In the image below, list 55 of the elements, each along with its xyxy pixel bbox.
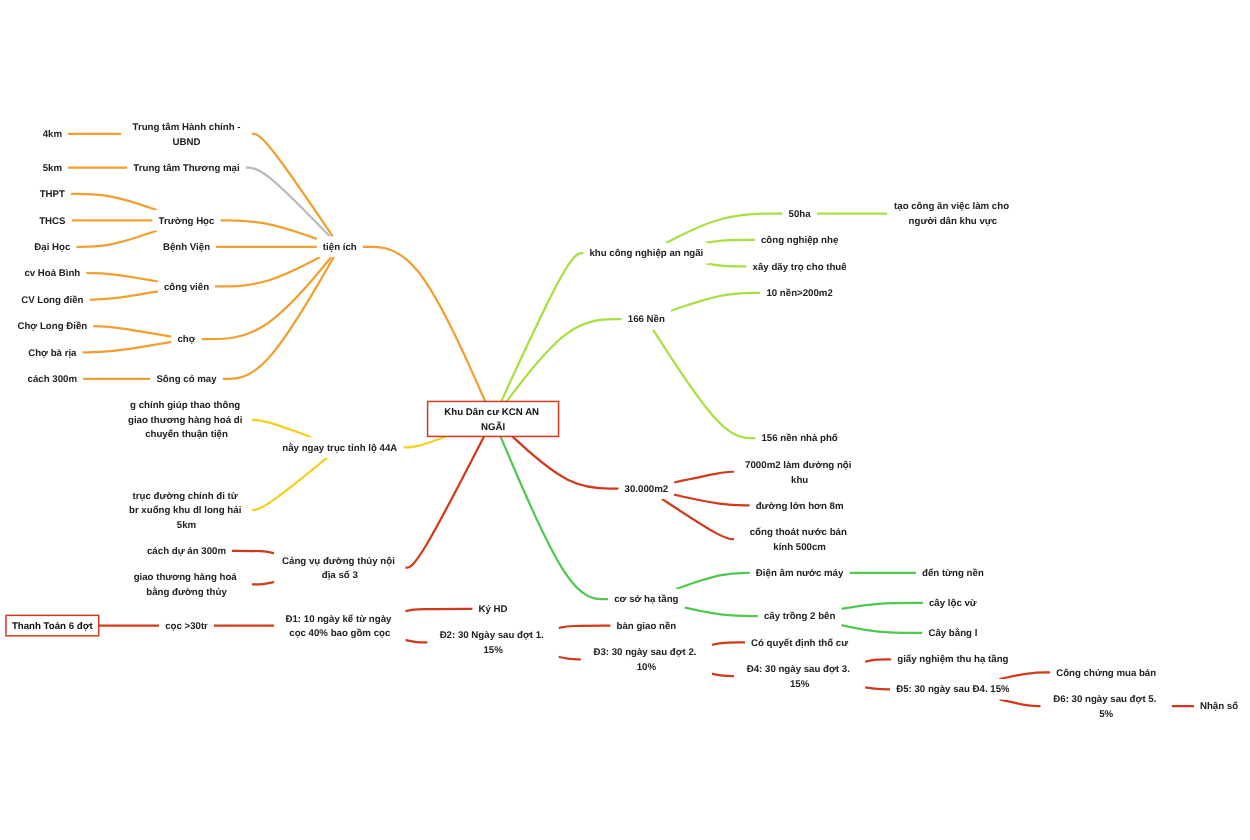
connector (864, 658, 892, 663)
connector (251, 132, 334, 238)
connector (213, 624, 275, 627)
connector (86, 272, 159, 283)
connector (500, 252, 584, 402)
connector (405, 607, 473, 613)
connector (93, 324, 172, 338)
connector (511, 435, 619, 490)
connector (816, 212, 888, 215)
connector (841, 601, 923, 610)
connector (652, 328, 756, 440)
connector (665, 212, 783, 244)
connector (215, 256, 321, 288)
connector (864, 686, 891, 691)
connector (705, 262, 747, 268)
connector (403, 435, 447, 449)
connector (220, 219, 318, 240)
connector (252, 580, 275, 586)
connector (67, 166, 128, 169)
connector (362, 245, 487, 402)
connector (675, 571, 750, 590)
connector (673, 493, 750, 507)
connector (849, 571, 917, 574)
connector (71, 219, 153, 222)
connector (405, 638, 428, 644)
connector (67, 132, 122, 135)
connector (232, 549, 275, 555)
connector (505, 318, 622, 403)
connector (405, 435, 486, 569)
connector (252, 418, 312, 439)
connector (201, 256, 333, 341)
connector (673, 470, 735, 484)
connector (70, 192, 158, 212)
connector (558, 655, 581, 661)
connector (245, 166, 331, 238)
connector (684, 606, 758, 618)
connector (98, 624, 160, 627)
connector (670, 291, 761, 312)
connector (841, 624, 923, 634)
connector (216, 245, 317, 248)
connector (83, 377, 151, 380)
connector (999, 671, 1051, 681)
connector (999, 698, 1041, 708)
connector (499, 436, 609, 601)
connector (89, 290, 159, 301)
connector (705, 238, 755, 245)
connector (558, 624, 611, 630)
connector (711, 672, 735, 678)
connector (82, 340, 172, 354)
connector (661, 497, 735, 541)
connector (711, 641, 746, 646)
connector (251, 456, 328, 511)
connector (1171, 705, 1194, 708)
connector (222, 256, 335, 380)
connector (76, 229, 158, 248)
